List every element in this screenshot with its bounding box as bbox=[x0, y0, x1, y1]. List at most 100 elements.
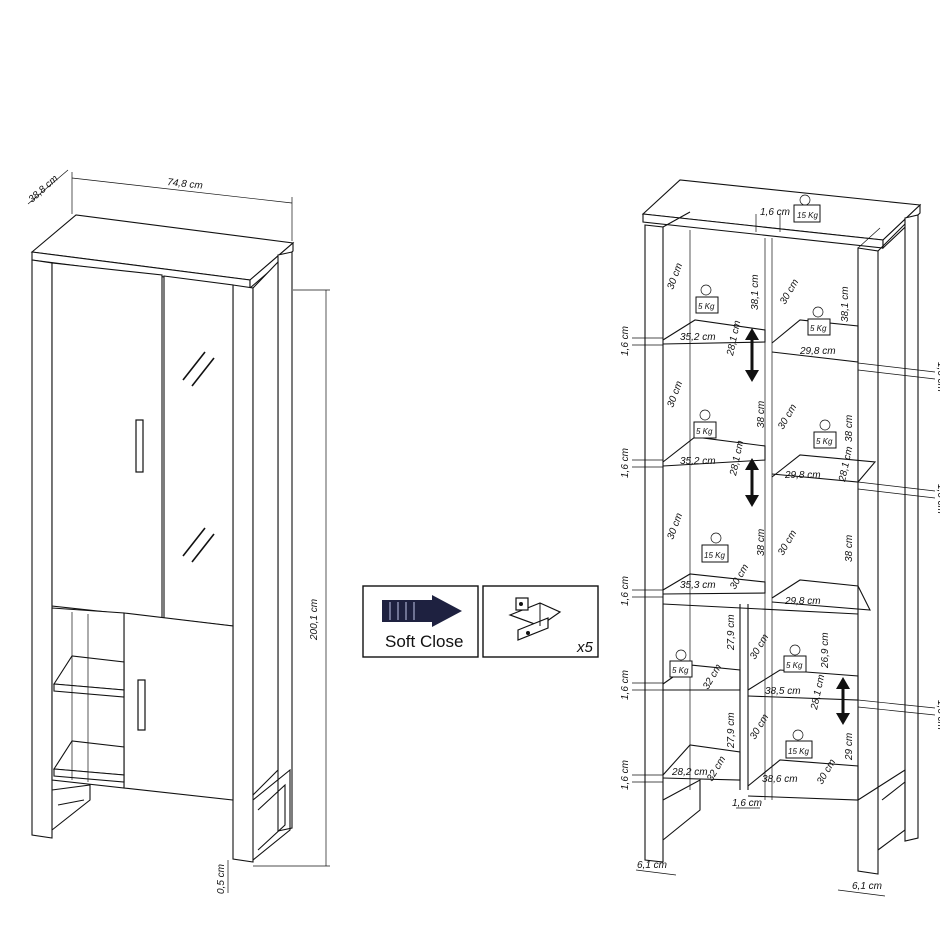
thickness-guides bbox=[632, 214, 936, 897]
svg-text:1,6 cm: 1,6 cm bbox=[620, 760, 631, 790]
svg-text:35,2 cm: 35,2 cm bbox=[680, 456, 716, 467]
svg-text:35,2 cm: 35,2 cm bbox=[680, 332, 716, 343]
svg-text:30 cm: 30 cm bbox=[748, 712, 771, 741]
left-upper-door[interactable] bbox=[51, 262, 163, 619]
svg-text:38 cm: 38 cm bbox=[756, 529, 767, 556]
svg-text:29,8 cm: 29,8 cm bbox=[799, 346, 836, 357]
top-thickness-label: 1,6 cm bbox=[760, 207, 790, 218]
open-right-front-post bbox=[857, 247, 879, 875]
svg-text:28,1 cm: 28,1 cm bbox=[809, 674, 827, 712]
svg-text:1,6 cm: 1,6 cm bbox=[935, 700, 940, 730]
weight-shelf4-right-icon: 5 Kg bbox=[783, 644, 807, 673]
svg-text:27,9 cm: 27,9 cm bbox=[726, 712, 737, 749]
width-dimension-line bbox=[71, 177, 293, 204]
svg-text:30 cm: 30 cm bbox=[776, 528, 799, 557]
svg-text:27,9 cm: 27,9 cm bbox=[726, 614, 737, 651]
glass-reflection-icon bbox=[182, 351, 215, 563]
svg-text:29,8 cm: 29,8 cm bbox=[784, 596, 821, 607]
right-side-panel bbox=[252, 260, 279, 797]
right-front-post bbox=[232, 284, 254, 863]
svg-text:38,1 cm: 38,1 cm bbox=[840, 286, 851, 322]
right-back-post bbox=[277, 251, 293, 832]
weight-bottom-right-icon: 15 Kg bbox=[785, 729, 813, 759]
left-cabinet-view: 74,8 cm 38,8 cm 200,1 cm 0,5 cm bbox=[27, 169, 330, 894]
svg-text:30 cm: 30 cm bbox=[665, 380, 685, 409]
dimension-labels: 1,6 cm 1,6 cm 1,6 cm 1,6 cm 1,6 cm 1,6 c… bbox=[620, 207, 940, 892]
upper-door-handle bbox=[135, 419, 144, 473]
open-left-post bbox=[644, 224, 664, 863]
svg-text:28,1 cm: 28,1 cm bbox=[725, 320, 743, 358]
svg-text:35,3 cm: 35,3 cm bbox=[680, 580, 716, 591]
soft-close-arrow-icon bbox=[382, 595, 462, 627]
svg-text:5 Kg: 5 Kg bbox=[816, 437, 833, 446]
svg-text:38,6 cm: 38,6 cm bbox=[762, 774, 798, 785]
hinge-icon bbox=[508, 597, 562, 641]
svg-text:6,1 cm: 6,1 cm bbox=[637, 860, 667, 871]
svg-text:30 cm: 30 cm bbox=[748, 632, 771, 661]
svg-text:30 cm: 30 cm bbox=[815, 757, 838, 786]
weight-shelf1-left-icon: 5 Kg bbox=[695, 284, 719, 314]
svg-text:29 cm: 29 cm bbox=[844, 733, 855, 761]
svg-text:30 cm: 30 cm bbox=[778, 277, 801, 306]
svg-text:28,1 cm: 28,1 cm bbox=[837, 446, 855, 484]
open-right-leg-frame bbox=[857, 768, 906, 851]
svg-text:26,9 cm: 26,9 cm bbox=[820, 632, 831, 669]
depth-label: 38,8 cm bbox=[27, 173, 61, 205]
right-leg-frame bbox=[252, 768, 291, 861]
lower-door-handle bbox=[137, 679, 146, 731]
gap-label: 0,5 cm bbox=[216, 864, 227, 894]
weight-icons: 15 Kg 5 Kg 5 Kg 5 Kg 5 Kg bbox=[669, 194, 837, 759]
adjustable-shelf-arrow-icon bbox=[745, 328, 850, 725]
open-shelf-upper-edge bbox=[53, 683, 125, 698]
left-leg-frame bbox=[51, 784, 91, 831]
svg-text:38 cm: 38 cm bbox=[844, 535, 855, 562]
weight-shelf3-left-icon: 15 Kg bbox=[701, 532, 729, 563]
left-post bbox=[31, 259, 53, 839]
svg-text:38 cm: 38 cm bbox=[756, 401, 767, 428]
svg-text:5 Kg: 5 Kg bbox=[698, 302, 715, 311]
svg-text:5 Kg: 5 Kg bbox=[672, 666, 689, 675]
weight-shelf1-right-icon: 5 Kg bbox=[807, 306, 831, 336]
svg-text:15 Kg: 15 Kg bbox=[788, 747, 809, 756]
svg-text:30 cm: 30 cm bbox=[665, 512, 685, 541]
svg-text:1,6 cm: 1,6 cm bbox=[732, 798, 762, 809]
svg-text:28,2 cm: 28,2 cm bbox=[671, 767, 708, 778]
svg-text:5 Kg: 5 Kg bbox=[810, 324, 827, 333]
width-label: 74,8 cm bbox=[167, 177, 204, 192]
svg-text:1,6 cm: 1,6 cm bbox=[620, 670, 631, 700]
svg-text:30 cm: 30 cm bbox=[665, 262, 685, 291]
open-right-back-post bbox=[904, 214, 919, 842]
svg-text:5 Kg: 5 Kg bbox=[696, 427, 713, 436]
weight-top-icon: 15 Kg bbox=[793, 194, 821, 223]
glass-door[interactable] bbox=[163, 275, 234, 627]
svg-text:1,6 cm: 1,6 cm bbox=[935, 484, 940, 514]
svg-text:38 cm: 38 cm bbox=[844, 415, 855, 442]
weight-shelf2-right-icon: 5 Kg bbox=[813, 419, 837, 449]
svg-text:1,6 cm: 1,6 cm bbox=[620, 326, 631, 356]
svg-text:28,1 cm: 28,1 cm bbox=[728, 440, 746, 478]
svg-text:5 Kg: 5 Kg bbox=[786, 661, 803, 670]
soft-close-feature: Soft Close x5 bbox=[362, 585, 599, 658]
open-shelf-lower-edge bbox=[53, 768, 125, 783]
svg-text:38,1 cm: 38,1 cm bbox=[750, 274, 761, 310]
svg-text:29,8 cm: 29,8 cm bbox=[784, 470, 821, 481]
svg-text:1,6 cm: 1,6 cm bbox=[620, 576, 631, 606]
svg-text:1,6 cm: 1,6 cm bbox=[620, 448, 631, 478]
svg-text:6,1 cm: 6,1 cm bbox=[852, 881, 882, 892]
svg-text:38,5 cm: 38,5 cm bbox=[765, 686, 801, 697]
depth-dimension-line bbox=[27, 169, 69, 205]
shelves bbox=[662, 319, 877, 801]
svg-text:15 Kg: 15 Kg bbox=[704, 551, 725, 560]
weight-shelf2-left-icon: 5 Kg bbox=[693, 409, 717, 439]
open-left-leg-frame bbox=[662, 779, 701, 841]
height-label: 200,1 cm bbox=[309, 599, 320, 641]
soft-close-label: Soft Close bbox=[385, 632, 463, 651]
hinge-quantity: x5 bbox=[576, 639, 594, 656]
weight-shelf4-left-icon: 5 Kg bbox=[669, 649, 693, 678]
svg-text:30 cm: 30 cm bbox=[776, 402, 799, 431]
right-cabinet-view: 15 Kg 5 Kg 5 Kg 5 Kg 5 Kg bbox=[620, 179, 940, 897]
svg-text:1,6 cm: 1,6 cm bbox=[935, 362, 940, 392]
svg-text:30 cm: 30 cm bbox=[728, 562, 751, 591]
svg-text:15 Kg: 15 Kg bbox=[797, 211, 818, 220]
